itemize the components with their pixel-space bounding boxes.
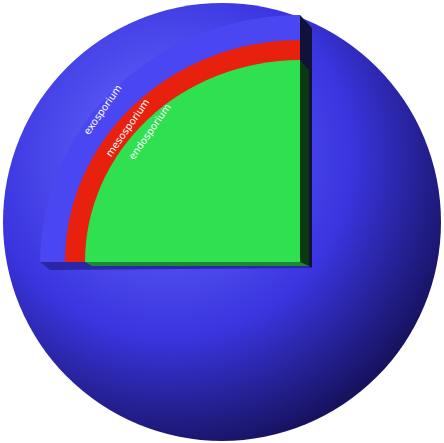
side-face-core	[300, 60, 309, 266]
middle-layer	[65, 40, 300, 262]
sphere	[3, 3, 441, 441]
side-face	[300, 15, 312, 268]
bottom-face-core	[85, 262, 309, 266]
bottom-face	[40, 262, 312, 270]
outer-layer	[40, 15, 300, 262]
